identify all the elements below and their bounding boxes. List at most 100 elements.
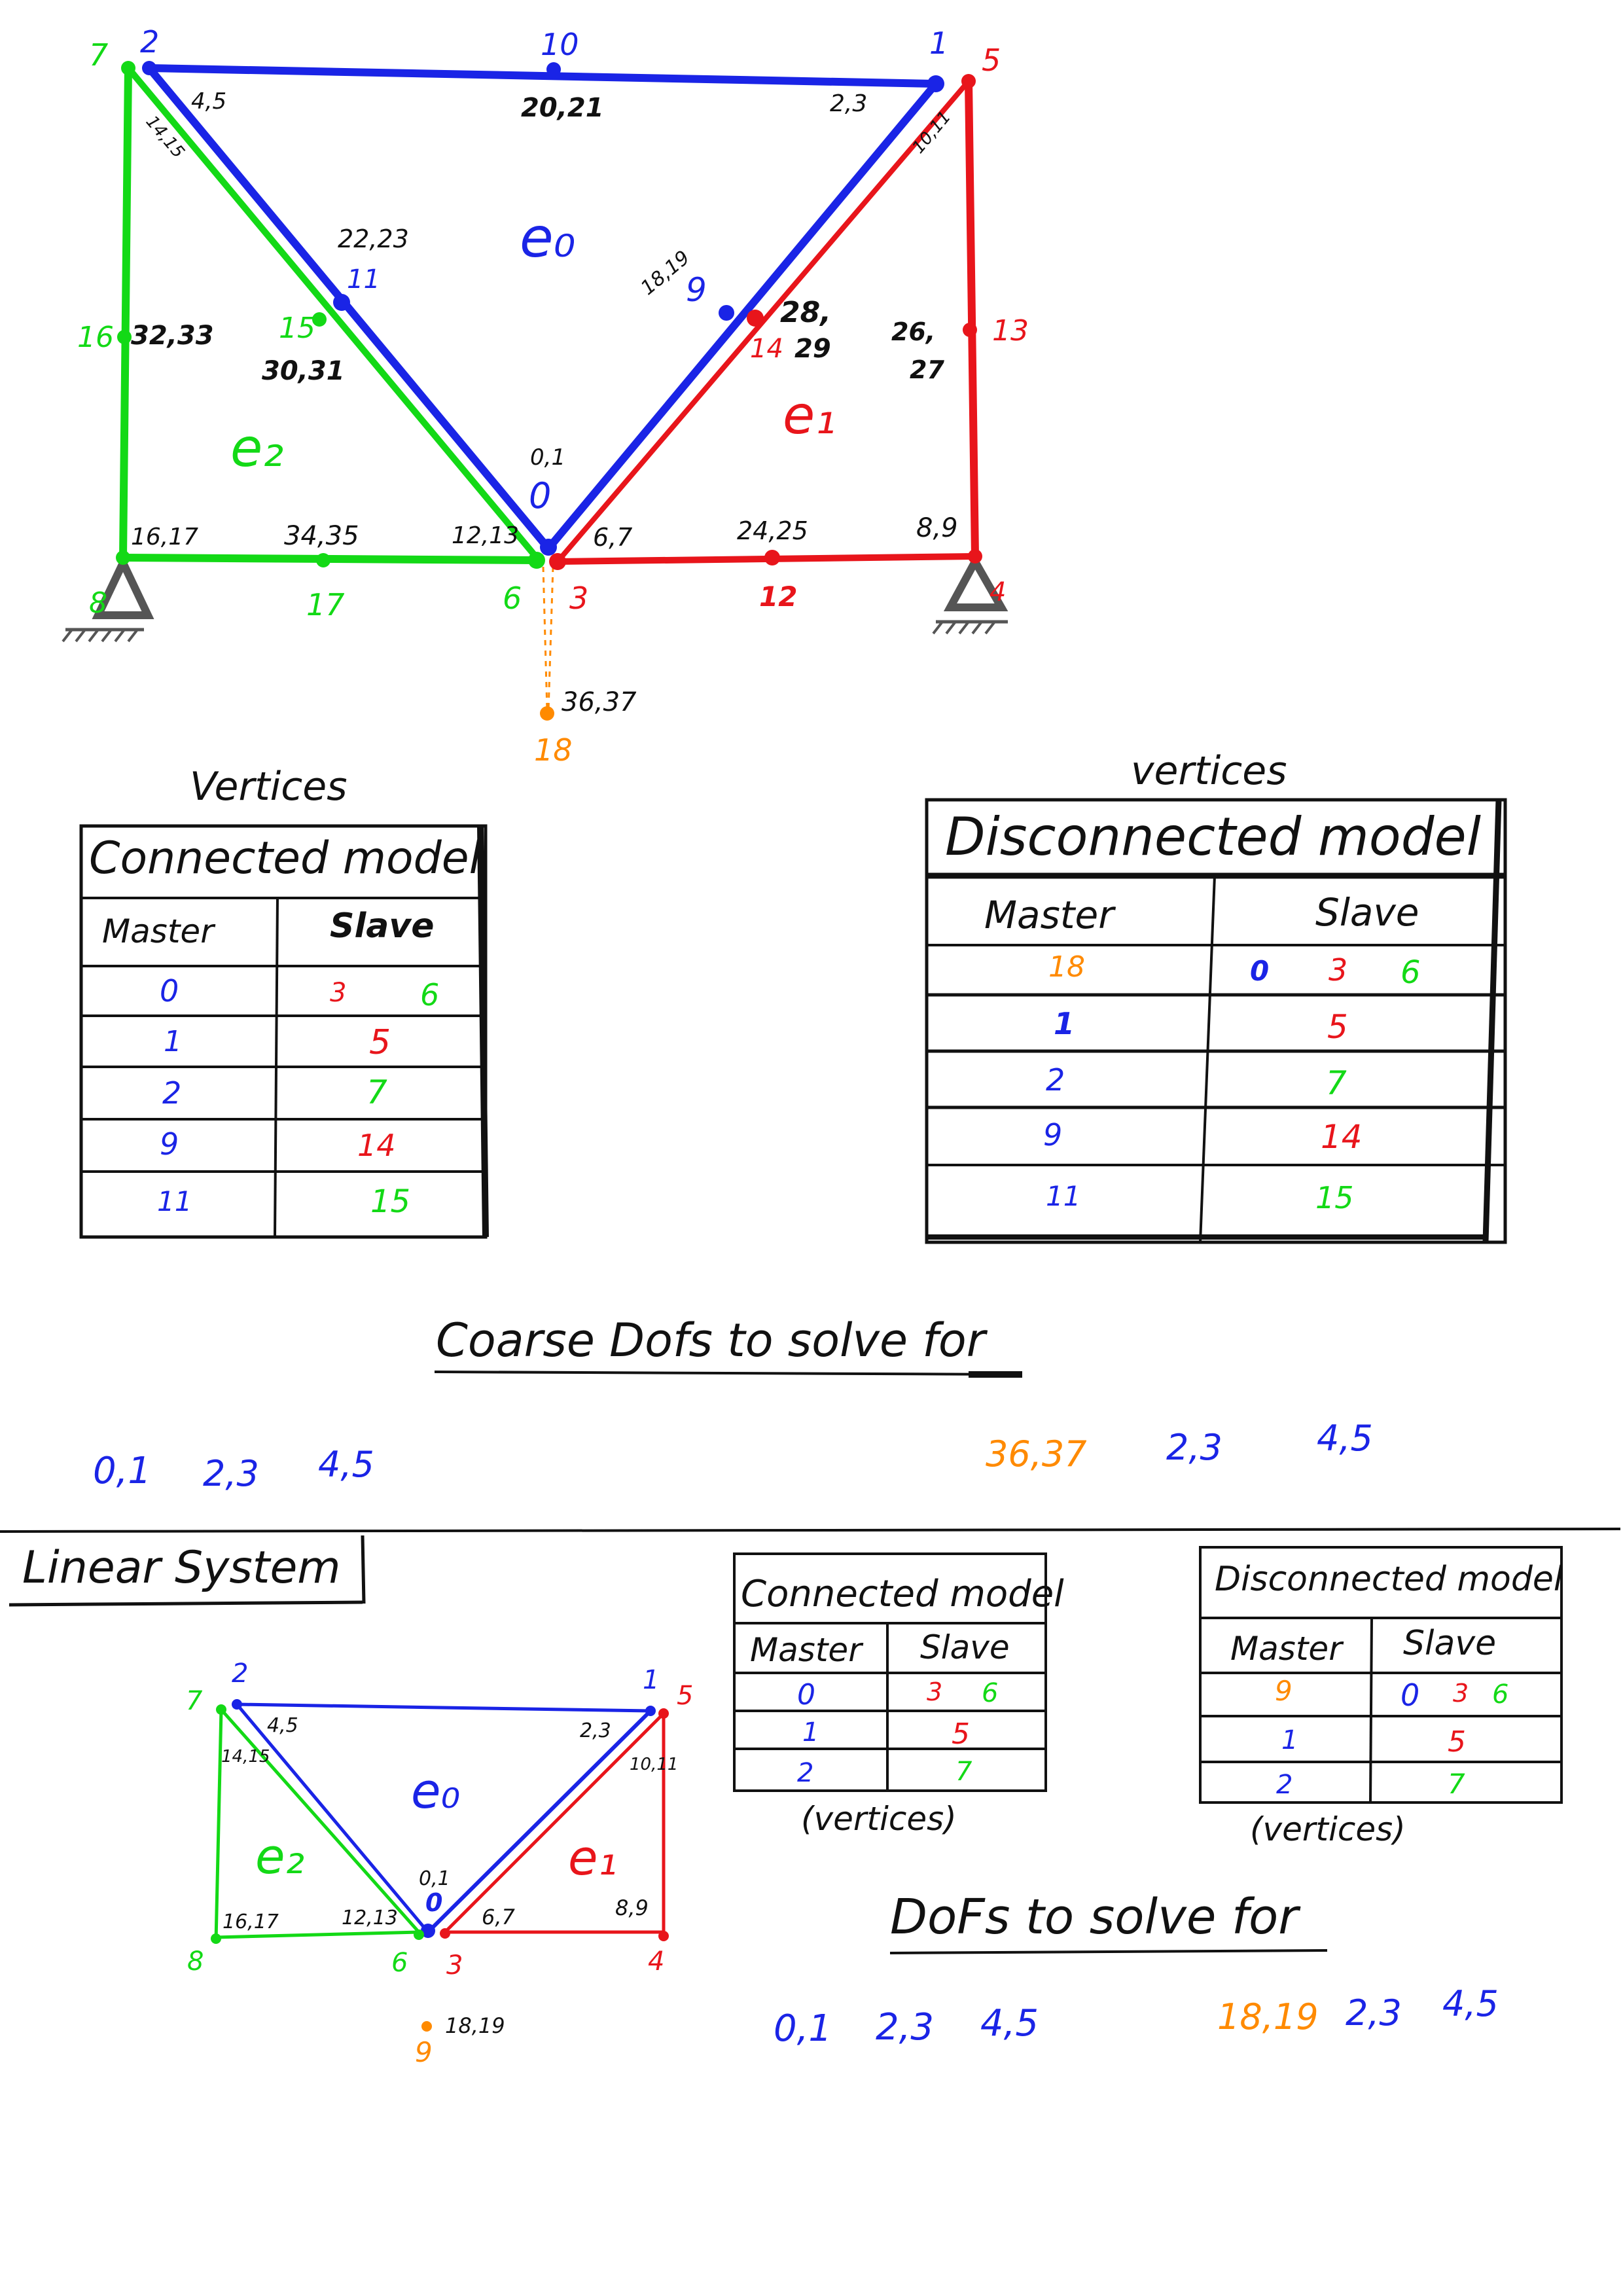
- e0-top-member: [145, 64, 940, 88]
- ls-dof-label: 14,15: [221, 1747, 270, 1767]
- ls-connected-caption: (vertices): [801, 1800, 957, 1838]
- left-support: [62, 554, 154, 643]
- vertices-heading-right: vertices: [1131, 748, 1287, 794]
- dof-label: 4,5: [191, 88, 226, 115]
- orange-link-2: [547, 566, 554, 711]
- dof-label: 34,35: [284, 521, 359, 551]
- ls-node-label-8: 8: [187, 1946, 204, 1977]
- node-label-16: 16: [77, 321, 114, 354]
- e2-left-member: [119, 64, 132, 562]
- node-dot-7: [121, 61, 135, 75]
- ls-connected-header-slave: Slave: [920, 1628, 1010, 1666]
- ls-node-label-4: 4: [648, 1946, 664, 1977]
- ls-disconnected-slave-0a: 0: [1400, 1677, 1419, 1713]
- ls-element-label-e0: e₀: [411, 1763, 460, 1820]
- connected-slave-3: 14: [357, 1128, 396, 1163]
- dof-label: 6,7: [593, 523, 632, 552]
- disconnected-table-header-slave: Slave: [1315, 890, 1419, 935]
- ls-disconnected-header-slave: Slave: [1403, 1624, 1496, 1663]
- ls-dofs-underline: [889, 1949, 1328, 1954]
- disconnected-slave-0a: 0: [1250, 955, 1269, 987]
- node-label-4: 4: [990, 577, 1006, 607]
- node-dot-5: [961, 74, 976, 88]
- node-label-14: 14: [750, 334, 783, 364]
- node-label-2: 2: [140, 24, 159, 60]
- orange-link: [542, 566, 548, 711]
- node-label-10: 10: [541, 27, 579, 62]
- ls-dof-label: 2,3: [580, 1719, 611, 1742]
- ls-disconnected-header-master: Master: [1230, 1630, 1344, 1668]
- ls-dof-connected: 2,3: [876, 2006, 934, 2049]
- node-dot-18: [540, 706, 554, 721]
- dof-label: 16,17: [131, 524, 198, 550]
- node-dot-3: [549, 553, 566, 570]
- ls-dof-label: 10,11: [630, 1755, 678, 1774]
- connected-table-header-master: Master: [102, 912, 216, 950]
- node-dot-0: [540, 539, 557, 556]
- node-dot-11: [333, 294, 350, 311]
- ls-dof-label: 18,19: [445, 2013, 505, 2038]
- e0-right-member: [544, 80, 940, 552]
- top-truss-diagram: 7 2 10 1 5 16 15 11 9 14 13 0 6 3 17 12 …: [62, 24, 1029, 768]
- ls-dofs-heading: DoFs to solve for: [890, 1889, 1301, 1945]
- ls-disconnected-master-0: 9: [1275, 1675, 1293, 1707]
- connected-slave-1: 5: [369, 1023, 391, 1062]
- node-label-6: 6: [503, 581, 522, 616]
- node-label-9: 9: [686, 271, 707, 309]
- node-dot-15: [312, 312, 327, 327]
- node-label-8: 8: [89, 586, 107, 620]
- disconnected-slave-4: 15: [1315, 1180, 1354, 1215]
- ls-disconnected-slave-1: 5: [1448, 1725, 1466, 1759]
- ls-element-label-e2: e₂: [255, 1829, 304, 1885]
- dof-label: 20,21: [521, 93, 604, 123]
- dof-label: 27: [910, 355, 944, 384]
- ls-dof-label: 8,9: [615, 1895, 649, 1920]
- dof-label: 2,3: [830, 90, 867, 117]
- coarse-dof-disconnected: 36,37: [986, 1433, 1087, 1475]
- ls-connected-master-2: 2: [797, 1758, 813, 1788]
- disconnected-model-table: Disconnected model Master Slave 18 0 3 6…: [925, 798, 1507, 1244]
- node-dot-10: [546, 62, 561, 77]
- node-dot-2: [142, 61, 156, 75]
- node-dot-12: [764, 550, 780, 565]
- node-dot-4: [968, 549, 982, 564]
- ls-disconnected-caption: (vertices): [1250, 1810, 1406, 1848]
- node-dot-17: [316, 553, 330, 567]
- dof-label: 36,37: [562, 687, 637, 717]
- connected-table-header-slave: Slave: [330, 906, 435, 946]
- dof-label: 30,31: [262, 356, 345, 386]
- connected-master-3: 9: [160, 1126, 179, 1162]
- disconnected-slave-2: 7: [1326, 1064, 1347, 1102]
- element-label-e2: e₂: [230, 418, 283, 478]
- disconnected-slave-0c: 6: [1400, 954, 1421, 991]
- disconnected-slave-3: 14: [1321, 1118, 1363, 1156]
- coarse-heading-underline: [434, 1371, 1022, 1376]
- dof-label: 26,: [891, 317, 935, 346]
- ls-connected-slave-1: 5: [952, 1717, 970, 1751]
- element-label-e1: e₁: [783, 385, 836, 446]
- coarse-dof-disconnected: 2,3: [1166, 1427, 1222, 1468]
- e2-diag-member: [125, 65, 540, 561]
- dof-label: 8,9: [916, 513, 958, 543]
- ls-node-label-0: 0: [425, 1888, 442, 1917]
- disconnected-table-title: Disconnected model: [945, 806, 1481, 867]
- ls-connected-table: Connected model Master Slave 0 3 6 1 5 2…: [733, 1552, 1064, 1838]
- ls-connected-slave-0a: 3: [927, 1677, 942, 1706]
- node-dot-6: [528, 552, 545, 569]
- dof-label: 28,: [780, 296, 831, 329]
- node-label-18: 18: [534, 732, 573, 768]
- connected-slave-2: 7: [366, 1073, 387, 1111]
- disconnected-master-2: 2: [1046, 1062, 1065, 1098]
- coarse-dof-connected: 0,1: [93, 1450, 151, 1492]
- right-support: [932, 553, 1008, 635]
- node-dot-14: [747, 310, 764, 327]
- ls-node-label-2: 2: [232, 1659, 248, 1689]
- ls-dof-connected: 0,1: [774, 2007, 832, 2050]
- ls-connected-title: Connected model: [741, 1573, 1064, 1615]
- coarse-dof-connected: 2,3: [203, 1453, 259, 1494]
- connected-slave-0a: 3: [330, 978, 346, 1008]
- node-label-7: 7: [89, 37, 108, 73]
- node-label-13: 13: [992, 314, 1029, 348]
- ls-node-label-1: 1: [643, 1665, 659, 1695]
